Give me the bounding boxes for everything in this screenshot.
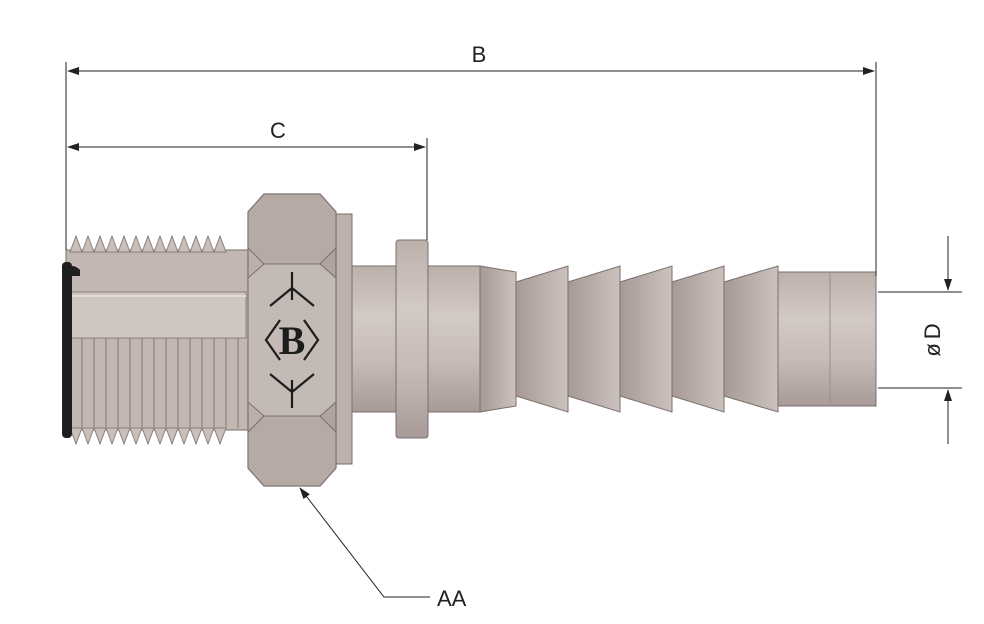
thread-teeth-bottom	[69, 426, 227, 446]
diameter-symbol: ø	[920, 343, 945, 356]
barb-ridges	[479, 265, 779, 413]
bore-band	[69, 291, 247, 339]
collar-ring	[395, 239, 429, 439]
dimension-d-label: øD	[920, 323, 945, 356]
o-ring	[62, 262, 72, 438]
dimension-d	[878, 236, 962, 444]
callout-aa-label: AA	[437, 586, 467, 611]
callout-aa	[299, 487, 430, 598]
barb-ridge	[567, 265, 621, 413]
thread-grooves	[81, 338, 239, 428]
dimension-d-letter: D	[920, 323, 945, 339]
brand-logo: B	[264, 272, 320, 408]
dimension-c	[67, 138, 428, 240]
thread-teeth-top	[69, 234, 227, 254]
dimension-b-label: B	[472, 42, 487, 67]
barb-tip	[777, 271, 877, 407]
barb-ridge	[723, 265, 779, 413]
dimension-b	[65, 62, 877, 276]
threaded-end	[62, 234, 249, 446]
logo-letter: B	[279, 318, 306, 363]
barb-tail	[349, 265, 877, 413]
barb-ridge	[671, 265, 725, 413]
barb-ridge	[479, 265, 517, 413]
barb-ridge	[515, 265, 569, 413]
hex-nut	[247, 193, 353, 487]
barb-ridge	[619, 265, 673, 413]
dimension-c-label: C	[270, 118, 286, 143]
